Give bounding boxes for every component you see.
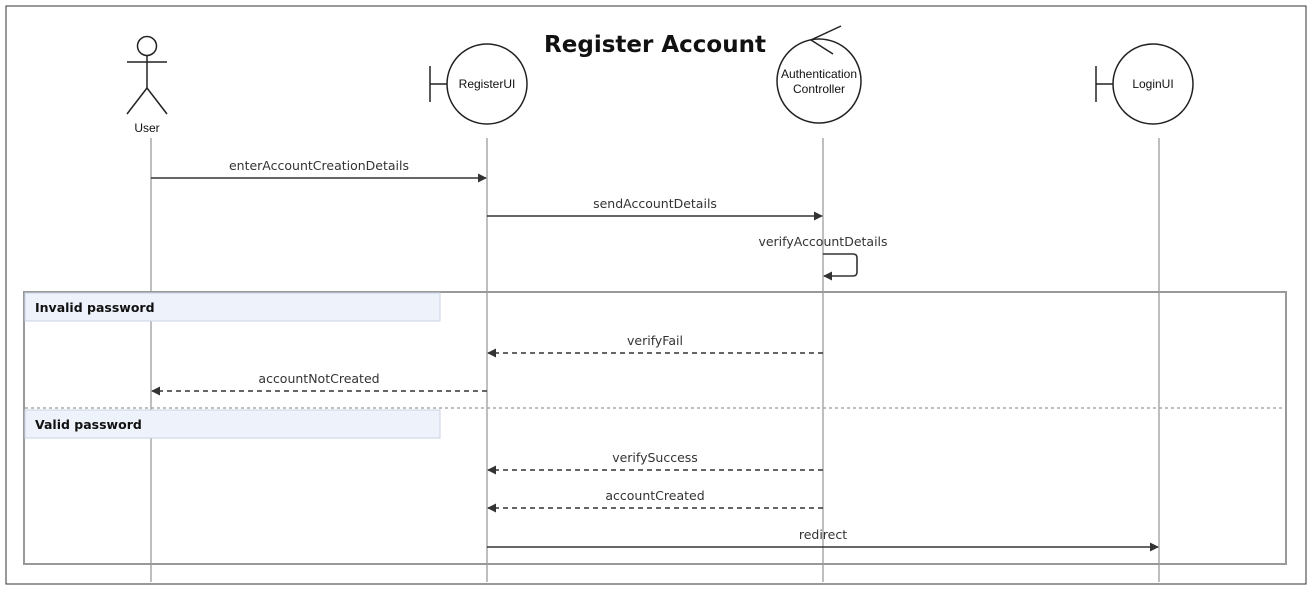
- participant-registerui[interactable]: RegisterUI: [429, 43, 528, 125]
- message-send-account-details[interactable]: sendAccountDetails: [487, 196, 823, 221]
- guard-label-valid-password: Valid password: [35, 417, 142, 432]
- participant-label-loginui: LoginUI: [1132, 77, 1173, 91]
- message-verify-success[interactable]: verifySuccess: [487, 450, 823, 475]
- message-account-created[interactable]: accountCreated: [487, 488, 823, 513]
- participant-label-registerui: RegisterUI: [459, 77, 516, 91]
- actor-icon: [126, 35, 168, 115]
- alt-fragment-frame: [23, 291, 1287, 565]
- self-message-arrow: [823, 253, 858, 281]
- boundary-icon: [1095, 43, 1194, 125]
- guard-label-invalid-password: Invalid password: [35, 300, 155, 315]
- message-redirect[interactable]: redirect: [487, 527, 1159, 552]
- diagram-title: Register Account: [544, 32, 766, 58]
- participant-authentication-controller[interactable]: Authentication Controller: [776, 25, 862, 124]
- message-verify-fail[interactable]: verifyFail: [487, 333, 823, 358]
- guard-box-invalid: [24, 292, 441, 322]
- participant-label-authentication-controller: Authentication: [781, 67, 857, 81]
- message-label: verifySuccess: [612, 450, 698, 465]
- message-verify-account-details[interactable]: verifyAccountDetails: [758, 234, 888, 281]
- message-label: accountNotCreated: [258, 371, 379, 386]
- participant-user[interactable]: User: [126, 35, 168, 136]
- participant-label-authentication-controller-line2: Controller: [793, 82, 845, 96]
- message-label: enterAccountCreationDetails: [229, 158, 409, 173]
- message-enter-account-creation-details[interactable]: enterAccountCreationDetails: [151, 158, 487, 183]
- message-label: verifyFail: [627, 333, 683, 348]
- message-account-not-created[interactable]: accountNotCreated: [151, 371, 487, 396]
- control-icon: [776, 25, 862, 124]
- guard-box-valid: [24, 409, 441, 439]
- message-label: redirect: [799, 527, 847, 542]
- boundary-icon: [429, 43, 528, 125]
- participant-label-user: User: [134, 121, 159, 135]
- message-label: verifyAccountDetails: [758, 234, 887, 249]
- participant-loginui[interactable]: LoginUI: [1095, 43, 1194, 125]
- alt-fragment: Invalid password Valid password: [23, 291, 1287, 565]
- message-label: accountCreated: [605, 488, 704, 503]
- canvas-border: [5, 5, 1307, 585]
- message-label: sendAccountDetails: [593, 196, 717, 211]
